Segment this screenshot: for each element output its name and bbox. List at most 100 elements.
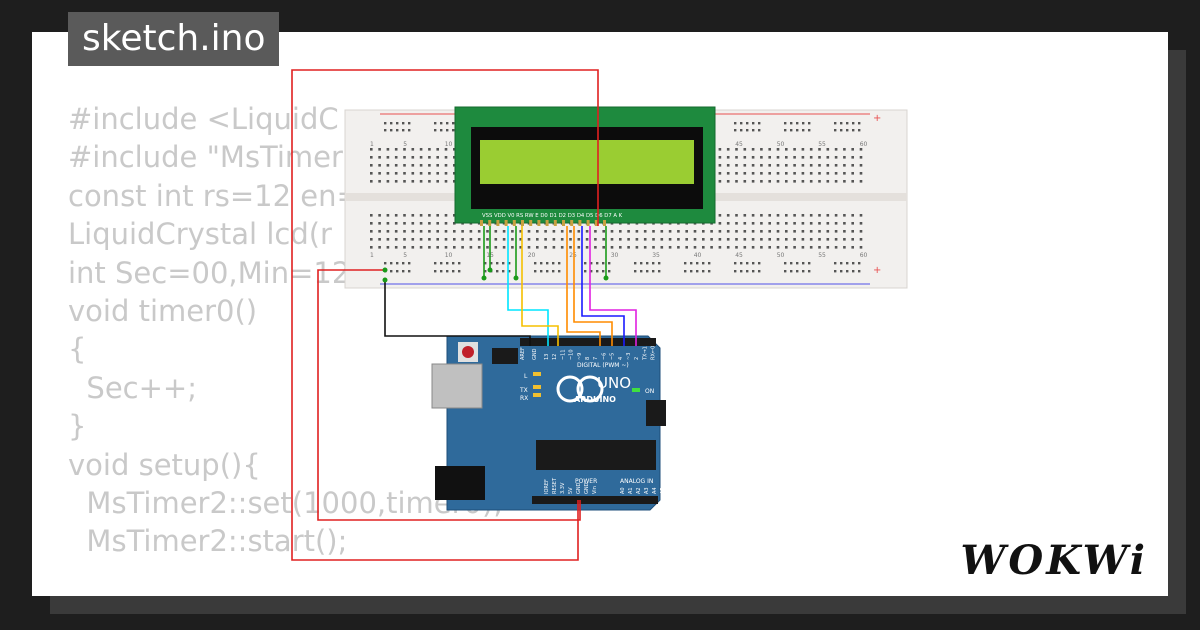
- column-number: 40: [694, 252, 702, 259]
- on-led: [632, 388, 640, 392]
- code-line: #include <LiquidC: [68, 102, 339, 136]
- column-number: 45: [735, 252, 743, 259]
- digital-pin-label: 13: [544, 354, 550, 360]
- wire-gnd[interactable]: [384, 280, 531, 346]
- code-line: #include "MsTimer: [68, 140, 343, 175]
- column-number: 25: [569, 252, 577, 259]
- wire-endpoint: [513, 275, 519, 281]
- wire-endpoint: [487, 267, 493, 273]
- analog-pin-label: A2: [636, 487, 642, 494]
- digital-header: [520, 338, 656, 346]
- column-number: 30: [611, 252, 619, 259]
- analog-pin-label: A3: [644, 487, 650, 494]
- digital-pin-label: 4: [618, 357, 624, 360]
- arduino-brand: ARDUINO: [574, 395, 616, 404]
- code-line: void timer0(): [68, 293, 258, 328]
- arduino-logo-icon: [556, 375, 584, 403]
- column-number: 10: [445, 252, 453, 259]
- power-pin-label: 3.3V: [560, 482, 566, 494]
- wire-rs[interactable]: [507, 226, 549, 346]
- aref-label: AREF: [520, 347, 526, 360]
- icsp-header-right: [646, 400, 666, 426]
- column-number: 55: [818, 141, 826, 148]
- usb-port: [431, 363, 483, 409]
- code-line: const int rs=12 en=: [68, 178, 361, 213]
- power-pin-label: GND: [584, 482, 590, 494]
- arduino-logo-icon-right: [576, 375, 604, 403]
- analog-label: ANALOG IN: [620, 478, 653, 485]
- wire-endpoint: [382, 277, 388, 283]
- file-tab[interactable]: sketch.ino: [68, 12, 280, 66]
- lcd-screen: [480, 140, 694, 184]
- analog-pin-label: A4: [652, 487, 658, 494]
- column-number: 50: [777, 252, 785, 259]
- power-pin-label: GND: [576, 482, 582, 494]
- column-number: 55: [818, 252, 826, 259]
- digital-pin-label: ~3: [626, 353, 632, 360]
- column-number: 5: [403, 252, 407, 259]
- l-label: L: [524, 373, 528, 380]
- column-number: 1: [370, 141, 374, 148]
- icsp-header: [492, 348, 518, 364]
- column-number: 5: [403, 141, 407, 148]
- lcd-module[interactable]: VSS VDD V0 RS RW E D0 D1 D2 D3 D4 D5 D6 …: [454, 106, 716, 226]
- rail-plus-marker: +: [873, 113, 881, 124]
- wokwi-logo: WOKWi: [960, 537, 1148, 584]
- code-line: int Sec=00,Min=12: [68, 255, 351, 290]
- reset-button[interactable]: [462, 346, 474, 358]
- code-line: MsTimer2::start();: [68, 524, 348, 559]
- analog-pin-label: A0: [620, 487, 626, 494]
- digital-pin-label: 7: [593, 357, 599, 360]
- power-analog-header: [532, 496, 658, 504]
- digital-pin-label: RX←0: [651, 346, 657, 360]
- rx-led: [533, 393, 541, 397]
- power-pin-label: 5V: [568, 487, 574, 494]
- digital-pin-label: 8: [585, 357, 591, 360]
- column-number: 1: [370, 252, 374, 259]
- digital-pin-label: ~6: [601, 353, 607, 360]
- tx-led: [533, 385, 541, 389]
- digital-pin-label: 2: [634, 357, 640, 360]
- column-number: 35: [652, 252, 660, 259]
- digital-pin-label: ~5: [610, 353, 616, 360]
- wire-vdd[interactable]: [291, 69, 599, 561]
- power-pin-label: RESET: [552, 477, 558, 494]
- wire-endpoint: [382, 267, 388, 273]
- arduino-model: UNO: [597, 374, 631, 392]
- power-pin-label: IOREF: [544, 479, 550, 494]
- gnd-label: GND: [532, 348, 538, 360]
- lcd-pin-labels: VSS VDD V0 RS RW E D0 D1 D2 D3 D4 D5 D6 …: [482, 213, 623, 219]
- analog-pin-label: A1: [628, 487, 634, 494]
- power-pin-label: Vin: [592, 486, 598, 494]
- atmega-chip: [536, 440, 656, 470]
- wire-endpoint: [603, 275, 609, 281]
- code-line: MsTimer2::set(1000,timer0);: [68, 485, 504, 520]
- wire-d6[interactable]: [581, 226, 625, 346]
- wire-d5[interactable]: [573, 226, 613, 346]
- lcd-pins: [480, 220, 606, 226]
- wires: [291, 69, 637, 561]
- digital-pin-label: TX→1: [642, 346, 648, 361]
- arduino-uno[interactable]: ARDUINO UNO DIGITAL (PWM ~) ANALOG IN PO…: [431, 335, 666, 511]
- column-number: 45: [735, 141, 743, 148]
- column-number: 60: [860, 141, 868, 148]
- digital-pin-label: ~10: [569, 349, 575, 360]
- column-number: 60: [860, 252, 868, 259]
- digital-pin-label: ~11: [560, 349, 566, 360]
- power-jack: [435, 466, 485, 500]
- wire-endpoint: [481, 275, 487, 281]
- wire-e[interactable]: [521, 226, 559, 346]
- l-led: [533, 372, 541, 376]
- column-number: 20: [528, 252, 536, 259]
- wire-d7[interactable]: [589, 226, 637, 346]
- code-line: Sec++;: [68, 370, 197, 405]
- power-label: POWER: [575, 478, 597, 485]
- column-number: 10: [445, 141, 453, 148]
- wire-5v[interactable]: [317, 269, 581, 521]
- wire-d4[interactable]: [566, 226, 601, 346]
- column-number: 50: [777, 141, 785, 148]
- digital-label: DIGITAL (PWM ~): [577, 362, 629, 369]
